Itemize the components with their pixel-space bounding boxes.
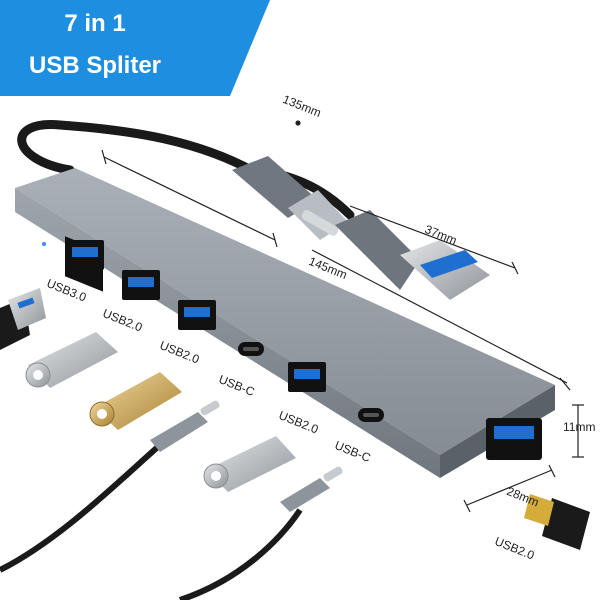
status-led: [42, 242, 46, 246]
height-label: 11mm: [563, 420, 596, 434]
port-usb2-a: [122, 270, 160, 300]
port-usb3: [66, 240, 104, 270]
port-usb2-c: [288, 362, 326, 392]
silver-flash-drive-2: [203, 436, 296, 492]
badge-line-2: USB Spliter: [28, 52, 162, 79]
port-usb-c-a: [238, 342, 264, 356]
usb-a-plug: [335, 210, 490, 300]
title-badge: [0, 0, 270, 96]
usb-c-plug: [232, 156, 348, 240]
dimension-lines: [101, 120, 584, 513]
port-usb-c-b: [358, 408, 384, 422]
gold-flash-drive: [89, 372, 182, 430]
usb-c-cable-1: [0, 400, 220, 573]
silver-flash-drive-1: [25, 332, 118, 388]
usb-c-cable-2: [179, 466, 343, 600]
left-usb-a-plug: [0, 288, 46, 350]
badge-line-1: 7 in 1: [64, 10, 126, 37]
usb-receiver: [524, 494, 590, 550]
port-end-usb: [486, 418, 542, 460]
port-usb2-b: [178, 300, 216, 330]
